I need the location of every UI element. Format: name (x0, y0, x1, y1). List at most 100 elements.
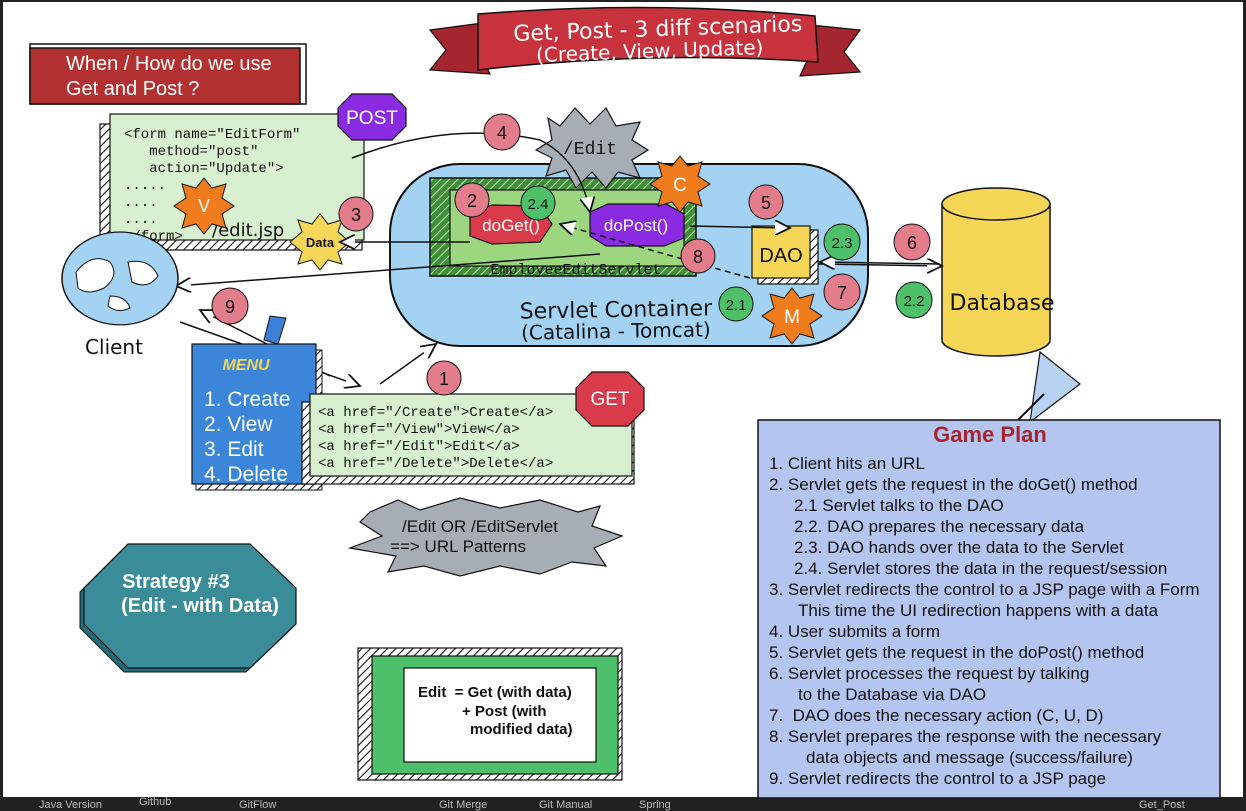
step-5: 5 (748, 184, 784, 220)
client-label: Client (85, 335, 143, 359)
taskbar-item-git-manual[interactable]: Git Manual (539, 799, 593, 811)
v-burst: V (173, 177, 235, 235)
step-2-3: 2.3 (823, 223, 861, 261)
svg-text:7. DAO does the necessary act: 7. DAO does the necessary action (C, U, … (769, 706, 1103, 725)
question-line2: Get and Post ? (66, 78, 199, 100)
svg-text:DAO: DAO (759, 245, 802, 267)
step-7: 7 (823, 273, 861, 311)
container-label-line1: Servlet Container (520, 296, 714, 324)
menu-item-1: 2. View (204, 413, 273, 436)
svg-text:POST: POST (346, 108, 398, 129)
step-6: 6 (893, 223, 931, 261)
step-3: 3 (338, 196, 374, 232)
servlet-name: EmployeeEditServlet (490, 262, 661, 279)
step-2: 2 (454, 182, 490, 218)
svg-text:Edit = Get (with data): Edit = Get (with data) (418, 684, 572, 701)
menu-card: MENU 1. Create 2. View 3. Edit 4. Delete (191, 315, 323, 491)
step-9: 9 (211, 287, 249, 325)
taskbar-item-git-merge[interactable]: Git Merge (439, 799, 488, 811)
svg-text:Data: Data (306, 235, 335, 250)
svg-text:Strategy #3: Strategy #3 (122, 571, 230, 593)
step-2-4: 2.4 (520, 185, 556, 221)
svg-text:2.1 Servlet talks to the DAO: 2.1 Servlet talks to the DAO (794, 496, 1004, 515)
edit-url-burst: /Edit (534, 107, 650, 189)
svg-text:2.3. DAO hands over the data t: 2.3. DAO hands over the data to the Serv… (794, 538, 1124, 557)
svg-text:4. User submits a form: 4. User submits a form (769, 622, 940, 641)
menu-title: MENU (222, 357, 270, 374)
svg-text:==> URL Patterns: ==> URL Patterns (390, 537, 526, 556)
form-line-4: .... (124, 195, 158, 211)
post-badge: POST (337, 93, 407, 141)
svg-text:2.4: 2.4 (528, 196, 549, 213)
svg-text:GET: GET (590, 389, 629, 410)
svg-text:2.4. Servlet stores the data i: 2.4. Servlet stores the data in the requ… (794, 559, 1167, 578)
menu-item-2: 3. Edit (204, 438, 264, 461)
svg-text:2. Servlet gets the request in: 2. Servlet gets the request in the doGet… (769, 475, 1138, 494)
svg-text:/Edit: /Edit (563, 140, 617, 160)
svg-text:Database: Database (950, 291, 1055, 316)
svg-text:2.3: 2.3 (832, 235, 853, 252)
svg-text:8. Servlet prepares the respon: 8. Servlet prepares the response with th… (769, 727, 1162, 746)
svg-text:6: 6 (907, 233, 917, 253)
svg-text:M: M (784, 307, 800, 328)
svg-text:(Edit - with Data): (Edit - with Data) (121, 595, 279, 617)
link-line-0: <a href="/Create">Create</a> (318, 405, 553, 421)
svg-text:5. Servlet gets the request i: 5. Servlet gets the request in the doPos… (769, 643, 1144, 662)
svg-text:This time the UI redirection h: This time the UI redirection happens wit… (798, 601, 1159, 620)
svg-text:3. Servlet redirects the contr: 3. Servlet redirects the control to a JS… (769, 580, 1200, 599)
title-banner: Get, Post - 3 diff scenarios (Create, Vi… (428, 6, 862, 77)
svg-text:modified data): modified data) (470, 721, 573, 738)
taskbar-item-gitflow[interactable]: GitFlow (239, 799, 277, 811)
game-plan-title: Game Plan (933, 422, 1047, 447)
step-1: 1 (426, 360, 462, 396)
get-badge: GET (575, 371, 645, 427)
link-line-1: <a href="/View">View</a> (318, 422, 520, 438)
svg-text:2.2. DAO prepares the necessar: 2.2. DAO prepares the necessary data (794, 517, 1085, 536)
svg-text:doGet(): doGet() (482, 216, 540, 235)
strategy-badge: Strategy #3 (Edit - with Data) (79, 543, 297, 673)
connectors (176, 132, 942, 386)
svg-text:data objects and message (succ: data objects and message (success/failur… (806, 748, 1133, 767)
svg-text:2.1: 2.1 (726, 297, 747, 314)
taskbar-item-java-version[interactable]: Java Version (39, 799, 102, 811)
form-file: /edit.jsp (212, 220, 284, 241)
link-line-2: <a href="/Edit">Edit</a> (318, 439, 520, 455)
svg-text:1. Client hits an URL: 1. Client hits an URL (769, 454, 925, 473)
taskbar-item-spring[interactable]: Spring (639, 799, 671, 811)
svg-text:1: 1 (439, 369, 449, 389)
step-circles: 1 2 3 4 5 6 7 8 9 2.1 2.2 2.3 2.4 (211, 113, 933, 396)
form-line-5: .... (124, 212, 158, 228)
taskbar-item-get-post[interactable]: Get_Post (1139, 799, 1185, 811)
step-8: 8 (680, 238, 716, 274)
form-line-1: method="post" (124, 144, 258, 160)
svg-text:doPost(): doPost() (604, 216, 668, 235)
edit-formula-box: Edit = Get (with data) + Post (with modi… (357, 647, 623, 781)
svg-text:V: V (198, 196, 210, 216)
step-2-1: 2.1 (718, 286, 754, 322)
question-line1: When / How do we use (66, 53, 272, 75)
container-label-line2: (Catalina - Tomcat) (521, 317, 711, 344)
database-cylinder: Database (941, 187, 1055, 357)
dao-box: DAO (751, 225, 819, 285)
svg-text:2.2: 2.2 (904, 293, 925, 310)
svg-text:8: 8 (693, 247, 703, 267)
svg-text:to the Database via DAO: to the Database via DAO (798, 685, 986, 704)
form-line-3: ..... (124, 178, 166, 194)
m-burst: M (761, 287, 823, 345)
svg-text:2: 2 (467, 191, 477, 211)
url-pattern-burst: /Edit OR /EditServlet ==> URL Patterns (347, 497, 624, 577)
svg-text:3: 3 (351, 205, 361, 225)
step-4: 4 (483, 113, 521, 151)
svg-text:9: 9 (225, 297, 235, 317)
data-burst: Data (289, 213, 351, 271)
question-box: When / How do we use Get and Post ? (29, 43, 307, 105)
link-line-3: <a href="/Delete">Delete</a> (318, 456, 553, 472)
form-line-0: <form name="EditForm" (124, 127, 300, 143)
form-line-2: action="Update"> (124, 161, 284, 177)
dopost-badge: doPost() (589, 203, 685, 247)
game-plan-note: Game Plan 1. Client hits an URL 2. Servl… (757, 419, 1221, 799)
svg-text:+ Post (with: + Post (with (462, 703, 547, 720)
taskbar-item-github[interactable]: Github (139, 796, 172, 808)
